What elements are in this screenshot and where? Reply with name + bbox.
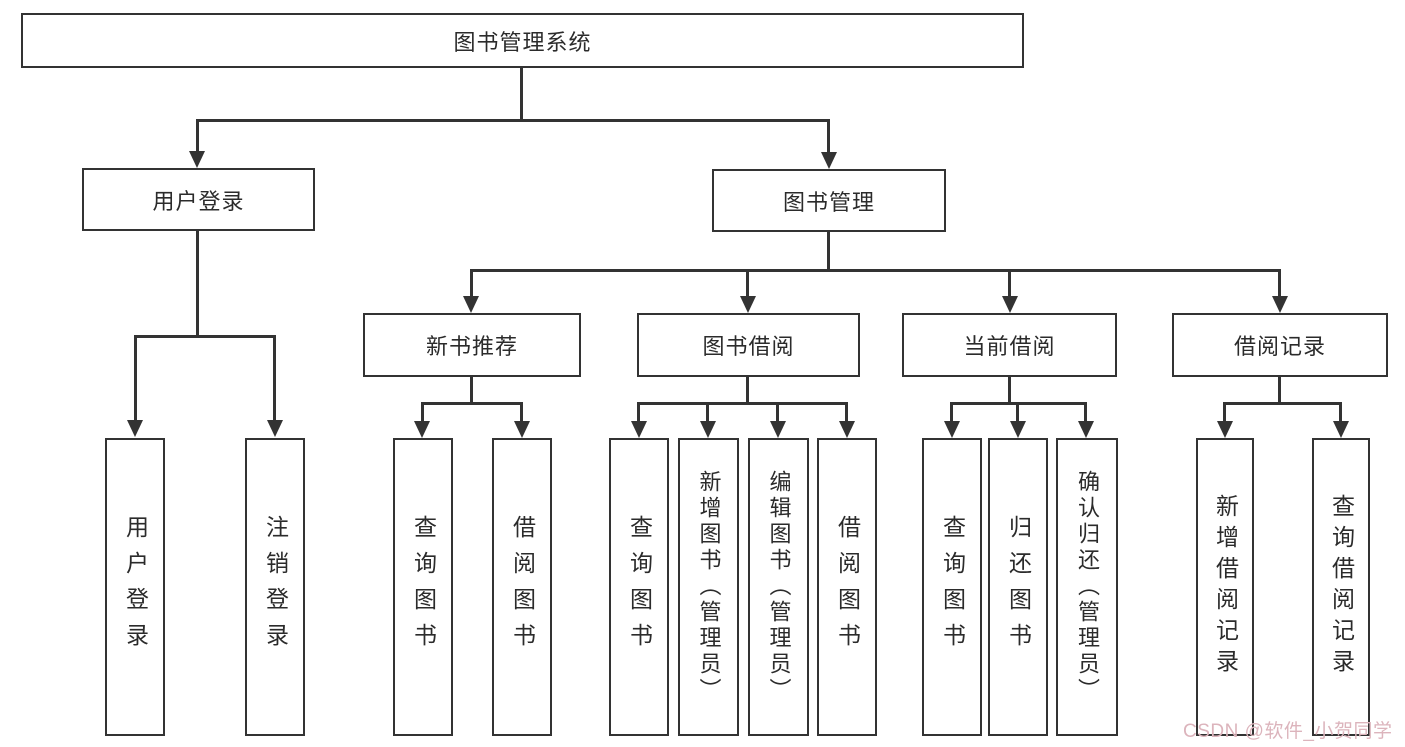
connector-line [950, 402, 953, 422]
node-library-management-system: 图书管理系统 [21, 13, 1024, 68]
connector-line [471, 269, 1281, 272]
connector-line [421, 402, 523, 405]
leaf-label: 新增图书（管理员） [696, 470, 722, 704]
connector-line [746, 377, 749, 405]
node-label: 用户登录 [152, 188, 245, 214]
leaf-label: 查询图书 [626, 515, 653, 659]
connector-line [196, 119, 199, 152]
leaf-return-book: 归还图书 [988, 438, 1048, 736]
arrowhead-icon [770, 421, 786, 438]
connector-line [470, 377, 473, 405]
leaf-label: 新增借阅记录 [1212, 494, 1239, 680]
connector-line [520, 68, 523, 120]
arrowhead-icon [1078, 421, 1094, 438]
node-book-management: 图书管理 [712, 169, 946, 232]
arrowhead-icon [127, 420, 143, 437]
arrowhead-icon [1333, 421, 1349, 438]
arrowhead-icon [740, 296, 756, 313]
connector-line [421, 402, 424, 422]
connector-line [1008, 377, 1011, 405]
node-current-borrowing: 当前借阅 [902, 313, 1117, 377]
leaf-add-book-admin: 新增图书（管理员） [678, 438, 739, 736]
leaf-label: 确认归还（管理员） [1075, 470, 1100, 704]
connector-line [845, 402, 848, 422]
node-label: 图书管理 [782, 189, 875, 215]
node-label: 当前借阅 [963, 334, 1056, 359]
connector-line [520, 402, 523, 422]
leaf-label: 借阅图书 [834, 515, 861, 659]
leaf-label: 编辑图书（管理员） [766, 470, 792, 704]
node-new-book-recommend: 新书推荐 [363, 313, 581, 377]
connector-line [196, 231, 199, 336]
connector-line [1278, 377, 1281, 405]
leaf-user-login: 用户登录 [105, 438, 165, 736]
connector-line [273, 335, 276, 421]
leaf-label: 归还图书 [1005, 515, 1032, 659]
node-label: 新书推荐 [425, 334, 518, 359]
arrowhead-icon [821, 152, 837, 169]
arrowhead-icon [267, 420, 283, 437]
node-borrow-records: 借阅记录 [1172, 313, 1388, 377]
node-book-borrowing: 图书借阅 [637, 313, 860, 377]
connector-line [637, 402, 847, 405]
connector-line [827, 119, 830, 153]
arrowhead-icon [700, 421, 716, 438]
connector-line [1223, 402, 1341, 405]
leaf-add-borrow-record: 新增借阅记录 [1196, 438, 1254, 736]
connector-line [746, 269, 749, 297]
arrowhead-icon [414, 421, 430, 438]
leaf-label: 查询图书 [410, 515, 437, 659]
leaf-label: 用户登录 [122, 515, 149, 659]
leaf-confirm-return-admin: 确认归还（管理员） [1056, 438, 1118, 736]
leaf-label: 查询图书 [939, 515, 966, 659]
csdn-watermark: CSDN @软件_小贺同学 [1183, 721, 1393, 742]
arrowhead-icon [1002, 296, 1018, 313]
connector-line [134, 335, 276, 338]
arrowhead-icon [944, 421, 960, 438]
arrowhead-icon [189, 151, 205, 168]
leaf-label: 借阅图书 [509, 515, 536, 659]
connector-line [1016, 402, 1019, 422]
leaf-label: 查询借阅记录 [1328, 494, 1355, 680]
arrowhead-icon [1010, 421, 1026, 438]
connector-line [1339, 402, 1342, 422]
leaf-borrow-book: 借阅图书 [817, 438, 877, 736]
arrowhead-icon [1272, 296, 1288, 313]
leaf-query-book-borrowing: 查询图书 [609, 438, 669, 736]
connector-line [776, 402, 779, 422]
leaf-query-borrow-record: 查询借阅记录 [1312, 438, 1370, 736]
arrowhead-icon [1217, 421, 1233, 438]
leaf-query-book-current: 查询图书 [922, 438, 982, 736]
leaf-query-book-recommend: 查询图书 [393, 438, 453, 736]
connector-line [1084, 402, 1087, 422]
connector-line [1278, 269, 1281, 297]
leaf-label: 注销登录 [262, 515, 289, 659]
arrowhead-icon [514, 421, 530, 438]
connector-line [196, 119, 830, 122]
node-label: 图书借阅 [702, 334, 795, 359]
connector-line [1223, 402, 1226, 422]
node-label: 图书管理系统 [453, 29, 592, 55]
leaf-logout: 注销登录 [245, 438, 305, 736]
node-user-login: 用户登录 [82, 168, 315, 231]
connector-line [706, 402, 709, 422]
arrowhead-icon [463, 296, 479, 313]
arrowhead-icon [839, 421, 855, 438]
connector-line [1008, 269, 1011, 297]
node-label: 借阅记录 [1233, 334, 1326, 359]
arrowhead-icon [631, 421, 647, 438]
connector-line [637, 402, 640, 422]
connector-line [134, 335, 137, 421]
connector-line [470, 269, 473, 297]
connector-line [827, 232, 830, 271]
leaf-edit-book-admin: 编辑图书（管理员） [748, 438, 809, 736]
leaf-borrow-book-recommend: 借阅图书 [492, 438, 552, 736]
